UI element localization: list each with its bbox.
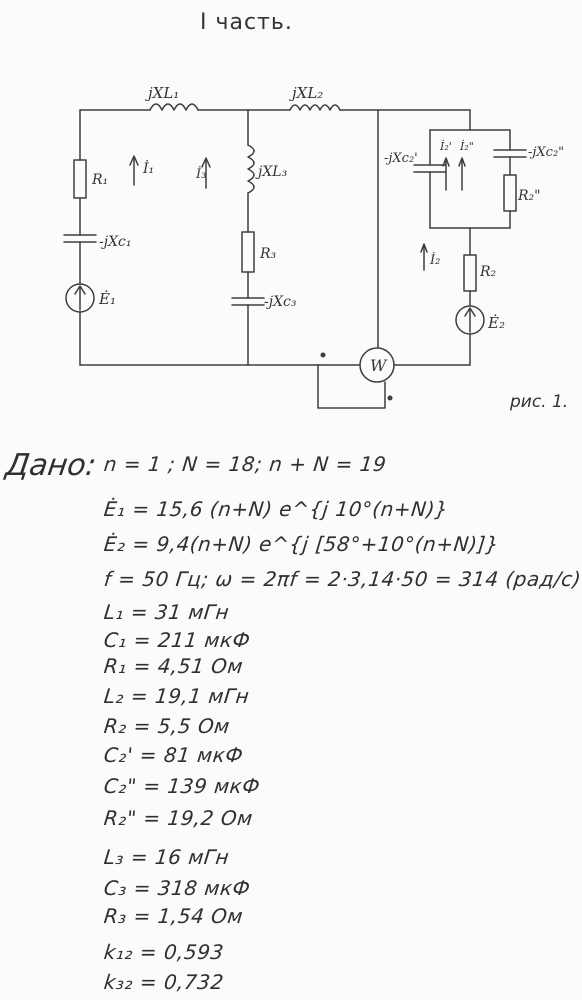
label-r2: R₂ <box>479 264 497 280</box>
given-line: R₃ = 1,54 Ом <box>102 904 245 928</box>
label-i1: İ₁ <box>142 159 154 177</box>
given-line: L₁ = 31 мГн <box>102 600 231 624</box>
inductor-l3 <box>247 144 255 194</box>
figure-caption: рис. 1. <box>510 392 569 412</box>
given-line: L₃ = 16 мГн <box>102 845 231 869</box>
label-r2pp: R₂" <box>517 188 541 204</box>
label-r1: R₁ <box>91 172 108 188</box>
current-arrow-i1-head <box>129 155 139 166</box>
current-arrow-i2pp-head <box>458 157 466 167</box>
label-xl3: jXL₃ <box>255 164 288 180</box>
label-i2pp: İ₂" <box>459 139 474 153</box>
current-arrow-i3-head <box>201 157 211 168</box>
given-line: R₂" = 19,2 Ом <box>102 806 255 830</box>
given-line: C₂" = 139 мкФ <box>102 774 262 798</box>
wattmeter-voltage-loop <box>317 364 386 409</box>
given-line: C₂' = 81 мкФ <box>102 743 245 767</box>
given-line: L₂ = 19,1 мГн <box>102 684 251 708</box>
label-xc1: -jXc₁ <box>99 234 132 250</box>
current-arrow-i2p-head <box>442 157 450 167</box>
inductor-l2 <box>289 104 341 111</box>
given-line: R₂ = 5,5 Ом <box>102 714 232 738</box>
label-wattmeter: W <box>370 356 388 375</box>
inductor-l1 <box>149 103 199 111</box>
label-xl1: jXL₁ <box>145 84 179 102</box>
given-label: Дано: <box>3 448 99 483</box>
label-e1: Ė₁ <box>98 290 116 308</box>
given-line: Ė₂ = 9,4(n+N) e^{j [58°+10°(n+N)]} <box>102 532 501 556</box>
label-e2: Ė₂ <box>487 314 505 332</box>
label-r3: R₃ <box>259 246 277 262</box>
resistor-r2pp <box>503 174 517 212</box>
terminal-dot <box>387 395 393 401</box>
given-line: f = 50 Гц; ω = 2πf = 2·3,14·50 = 314 (ра… <box>102 567 582 591</box>
label-xc2pp: -jXc₂" <box>528 145 564 160</box>
label-i3: İ₃ <box>195 165 206 182</box>
resistor-r3 <box>241 231 255 273</box>
given-line: k₃₂ = 0,732 <box>102 970 226 994</box>
given-line: C₁ = 211 мкФ <box>102 628 252 652</box>
label-i2: İ₂ <box>429 251 440 268</box>
given-line: k₁₂ = 0,593 <box>102 940 226 964</box>
page-title: I часть. <box>200 10 293 35</box>
current-arrow-i2-head <box>420 243 428 253</box>
label-xc3: -jXc₃ <box>264 294 297 310</box>
label-xl2: jXL₂ <box>289 84 323 102</box>
given-line: n = 1 ; N = 18; n + N = 19 <box>102 452 388 476</box>
resistor-r1 <box>73 159 87 199</box>
source-e1-arrow-head <box>74 285 86 295</box>
label-i2p: İ₂' <box>439 139 452 153</box>
given-line: C₃ = 318 мкФ <box>102 876 252 900</box>
terminal-dot <box>320 352 326 358</box>
resistor-r2 <box>463 254 477 292</box>
source-e2-arrow-head <box>464 307 476 317</box>
label-xc2p: -jXc₂' <box>384 151 418 166</box>
given-line: Ė₁ = 15,6 (n+N) e^{j 10°(n+N)} <box>102 497 450 521</box>
given-line: R₁ = 4,51 Ом <box>102 654 245 678</box>
circuit-diagram: jXL₁ jXL₂ jXL₃ R₁ -jXc₁ Ė₁ İ₁ İ₃ R₃ -jXc… <box>63 84 564 409</box>
